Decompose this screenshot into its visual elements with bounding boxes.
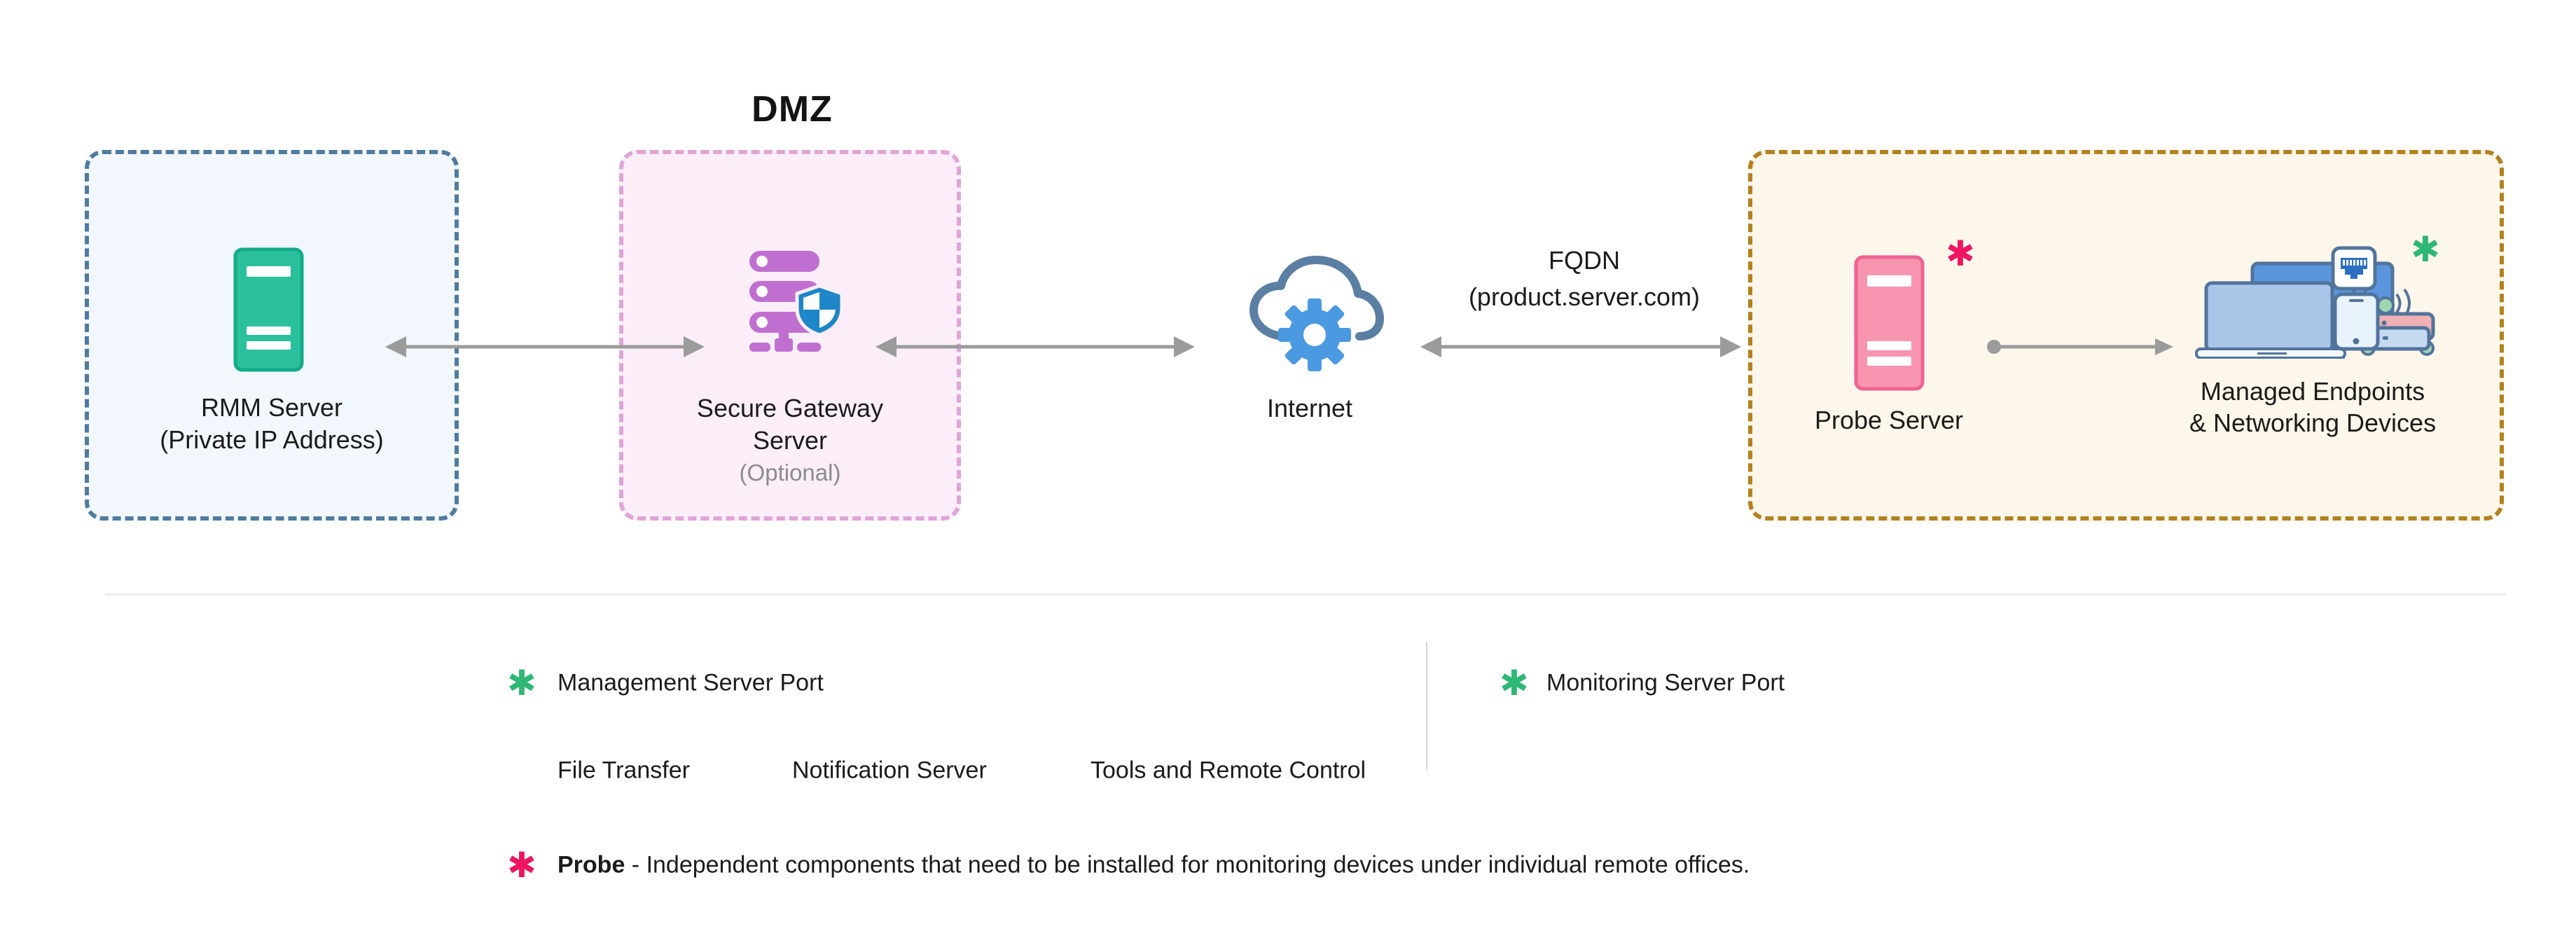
laptop-icon: [2204, 281, 2334, 352]
secure-gateway-shield-icon: [749, 251, 843, 352]
monitoring-port-marker: ✱: [2411, 230, 2440, 269]
secure-gateway-label: Secure Gateway Server (Optional): [697, 392, 883, 489]
probe-note-term: Probe: [558, 851, 625, 879]
dmz-zone-title: DMZ: [752, 89, 833, 130]
internet-cloud-gear-icon: [1249, 256, 1384, 371]
probe-note-marker: ✱: [507, 846, 536, 885]
probe-server-label: Probe Server: [1814, 406, 1964, 434]
rmm-server-label: RMM Server (Private IP Address): [160, 393, 384, 454]
arrow-internet-probe: [1420, 336, 1741, 357]
probe-required-marker: ✱: [1946, 234, 1975, 273]
arrow-rmm-gateway: [385, 336, 705, 357]
management-port-marker: ✱: [507, 663, 536, 703]
legend-monitoring-server-port: Monitoring Server Port: [1546, 669, 1785, 696]
fqdn-label: FQDN (product.server.com): [1468, 246, 1701, 311]
legend-vertical-divider: [1426, 642, 1427, 771]
dmz-zone-box: [619, 150, 961, 521]
probe-server-icon: [1854, 255, 1925, 391]
gear-icon: [1278, 298, 1351, 371]
legend-management-server-port: Management Server Port: [558, 669, 824, 696]
rmm-server-icon: [233, 247, 304, 372]
legend-tools-remote-control: Tools and Remote Control: [1090, 757, 1366, 784]
shield-icon: [795, 284, 843, 337]
monitoring-port-legend-marker: ✱: [1500, 663, 1529, 703]
gateway-optional-note: (Optional): [739, 460, 841, 486]
arrow-gateway-internet: [875, 336, 1195, 357]
probe-note-text: - Independent components that need to be…: [625, 851, 1750, 879]
managed-devices-icon: [2195, 246, 2435, 359]
managed-endpoints-label: Managed Endpoints & Networking Devices: [2189, 377, 2437, 437]
arrow-probe-to-devices: [1987, 338, 2173, 355]
legend-file-transfer: File Transfer: [558, 757, 690, 784]
legend-notification-server: Notification Server: [792, 757, 987, 784]
internet-label: Internet: [1266, 394, 1353, 422]
smartphone-icon: [2333, 292, 2380, 351]
legend-divider-line: [105, 593, 2506, 596]
probe-note: Probe - Independent components that need…: [558, 852, 1750, 879]
wireless-router-icon: [2357, 288, 2435, 356]
